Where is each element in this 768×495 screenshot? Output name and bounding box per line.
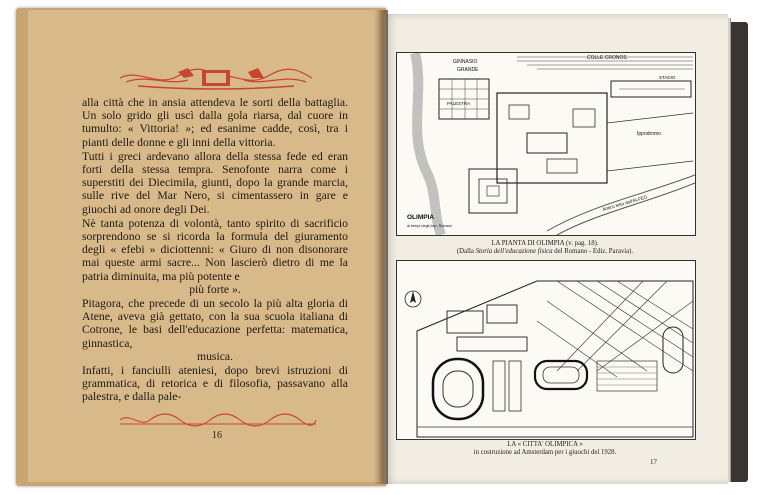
paragraph: alla città che in ansia attendeva le sor…: [82, 96, 348, 149]
caption-source: (Dalla Storia dell'educazione fisica del…: [396, 248, 694, 256]
map-label: ai tempi degli imp. Romani: [407, 224, 452, 228]
map-label: GINNASIO: [453, 59, 478, 65]
north-arrow-icon: [404, 290, 422, 308]
caption-bottom: LA « CITTA' OLIMPICA » in costruzione ad…: [396, 441, 694, 457]
body-text: alla città che in ansia attendeva le sor…: [82, 96, 348, 405]
map-label: OLIMPIA: [407, 214, 434, 221]
map-label: PALESTRA: [447, 101, 470, 106]
map-label: STADIO: [659, 75, 676, 80]
caption-top: LA PIANTA DI OLIMPIA (v. pag. 18). (Dall…: [396, 240, 694, 256]
map-label: Ippodromo: [637, 131, 661, 137]
paragraph: Tutti i greci ardevano allora della stes…: [82, 149, 348, 216]
paragraph: Pitagora, che precede di un secolo la pi…: [82, 297, 348, 350]
caption-text: Storia dell'educazione fisica: [475, 248, 553, 255]
book-spine: [374, 10, 388, 484]
page-number-right: 17: [650, 458, 657, 466]
olympia-map: GINNASIO GRANDE COLLE CRONOS STADIO Ippo…: [396, 52, 696, 236]
paragraph: musica.: [196, 349, 234, 363]
page-number-left: 16: [212, 430, 222, 441]
caption-title: LA « CITTA' OLIMPICA »: [507, 441, 583, 448]
top-ornament-icon: [119, 68, 313, 90]
paragraph: Infatti, i fanciulli ateniesi, dopo brev…: [82, 364, 348, 404]
paragraph: più forte ».: [189, 282, 241, 296]
map-label: COLLE CRONOS: [587, 55, 627, 61]
back-cover: [726, 22, 748, 482]
bottom-ornament-icon: [119, 413, 317, 427]
caption-title: LA PIANTA DI OLIMPIA (v. pag. 18).: [491, 240, 599, 247]
caption-subtitle: in costruzione ad Amsterdam per i giuoch…: [473, 449, 617, 456]
map-label: Antico letto dell'ALFEO: [602, 194, 648, 212]
amsterdam-olympic-city-map: [396, 260, 696, 440]
caption-text: (Dalla: [456, 248, 476, 255]
caption-text: del Romano - Ediz. Paravia).: [552, 248, 634, 255]
paragraph: Nè tanta potenza di volontà, tanto spiri…: [82, 216, 348, 283]
map-label: GRANDE: [457, 67, 479, 73]
